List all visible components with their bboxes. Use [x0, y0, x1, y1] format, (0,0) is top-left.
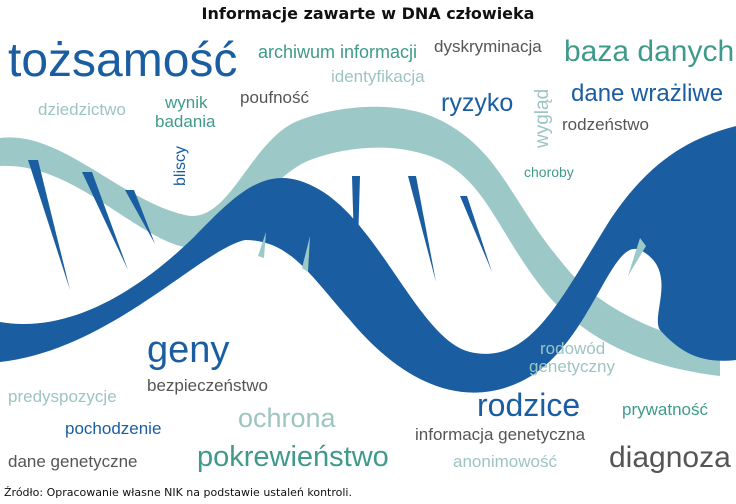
dna-spike [408, 176, 436, 282]
word-choroby: choroby [524, 164, 574, 180]
word-bliscy: bliscy [172, 146, 189, 186]
dna-spike [82, 172, 128, 270]
word-genetyczny: genetyczny [529, 357, 615, 376]
word-archiwum-informacji: archiwum informacji [258, 42, 417, 62]
word-dyskryminacja: dyskryminacja [434, 37, 542, 56]
word-badania: badania [155, 112, 216, 131]
word-rodzenstwo: rodzeństwo [562, 115, 649, 134]
dna-spike [258, 232, 266, 258]
dna-spike [460, 196, 492, 272]
word-dziedzictwo: dziedzictwo [38, 100, 126, 119]
word-identyfikacja: identyfikacja [331, 67, 425, 86]
dna-spike [628, 238, 646, 276]
source-note: Źródło: Opracowanie własne NIK na podsta… [4, 486, 352, 499]
word-pokrewienstwo: pokrewieństwo [197, 441, 389, 473]
dna-spike [125, 190, 155, 244]
word-predyspozycje: predyspozycje [8, 387, 117, 406]
dark-blue-strand [0, 126, 736, 393]
dna-spike [596, 240, 618, 276]
word-diagnoza: diagnoza [609, 441, 731, 474]
word-rodowod: rodowód [540, 339, 605, 358]
dna-spike [28, 160, 70, 290]
dna-spike [352, 176, 360, 312]
dna-spike [716, 280, 730, 304]
word-wyglad: wygląd [532, 89, 553, 149]
word-informacja-genetyczna: informacja genetyczna [415, 425, 586, 444]
word-prywatnosc: prywatność [622, 400, 708, 419]
word-dane-wrazliwe: dane wrażliwe [571, 80, 723, 107]
word-tozsamosc: tożsamość [8, 34, 237, 87]
word-rodzice: rodzice [477, 387, 580, 423]
dna-spike [302, 236, 310, 272]
word-poufnosc: poufność [240, 88, 309, 107]
word-wynik: wynik [164, 93, 208, 112]
word-geny: geny [147, 329, 229, 371]
word-pochodzenie: pochodzenie [65, 419, 161, 438]
word-baza-danych: baza danych [564, 35, 734, 68]
word-anonimowosc: anonimowość [453, 452, 557, 471]
word-ryzyko: ryzyko [441, 89, 513, 117]
word-dane-genetyczne: dane genetyczne [8, 452, 138, 471]
word-ochrona: ochrona [238, 403, 337, 433]
light-teal-strand [0, 106, 720, 376]
page-title: Informacje zawarte w DNA człowieka [201, 4, 535, 23]
word-bezpieczenstwo: bezpieczeństwo [147, 376, 268, 395]
word-dna: DNA [668, 208, 735, 338]
